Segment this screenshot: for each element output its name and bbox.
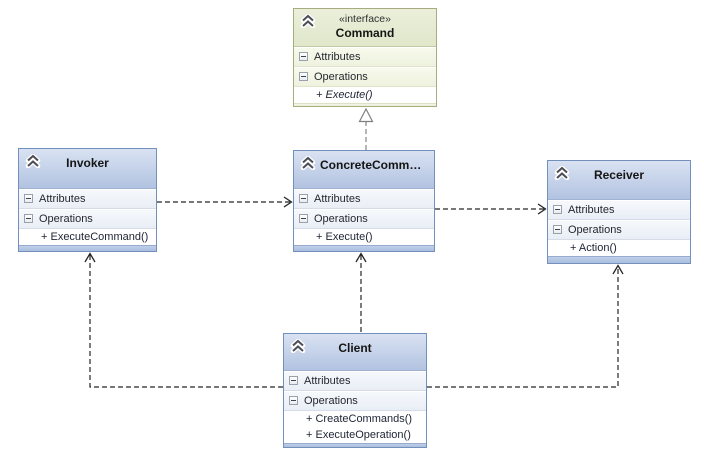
operation-label: + ExecuteCommand(): [41, 231, 149, 243]
class-box-command[interactable]: «interface» Command Attributes Operation…: [293, 8, 437, 107]
realization-concretecommand-command[interactable]: [358, 107, 374, 150]
class-header-receiver[interactable]: Receiver: [548, 161, 690, 200]
collapse-minus-icon[interactable]: [24, 194, 33, 203]
collapse-minus-icon[interactable]: [553, 225, 562, 234]
collapse-minus-icon[interactable]: [289, 376, 298, 385]
footer-strip: [548, 256, 690, 263]
class-box-invoker[interactable]: Invoker Attributes Operations + ExecuteC…: [18, 148, 157, 252]
operations-label: Operations: [314, 212, 368, 225]
operations-section-row[interactable]: Operations: [548, 220, 690, 240]
collapse-minus-icon[interactable]: [299, 214, 308, 223]
class-box-receiver[interactable]: Receiver Attributes Operations + Action(…: [547, 160, 691, 264]
operation-label: + Action(): [570, 242, 617, 254]
footer-strip: [294, 245, 434, 251]
attributes-label: Attributes: [304, 374, 351, 387]
attributes-section-row[interactable]: Attributes: [294, 47, 436, 67]
operations-section-row[interactable]: Operations: [294, 67, 436, 87]
footer-strip: [294, 103, 436, 106]
operations-section-row[interactable]: Operations: [294, 209, 434, 229]
collapse-chevron-icon[interactable]: [290, 338, 306, 354]
operations-label: Operations: [39, 212, 93, 225]
attributes-section-row[interactable]: Attributes: [548, 200, 690, 220]
class-box-concrete-command[interactable]: ConcreteComm… Attributes Operations + Ex…: [293, 150, 435, 252]
attributes-section-row[interactable]: Attributes: [284, 371, 426, 391]
attributes-label: Attributes: [39, 192, 86, 205]
dependency-client-concretecommand[interactable]: [355, 252, 367, 333]
operation-label: + Execute(): [316, 231, 373, 243]
class-header-concrete-command[interactable]: ConcreteComm…: [294, 151, 434, 189]
collapse-minus-icon[interactable]: [299, 194, 308, 203]
collapse-chevron-icon[interactable]: [300, 13, 316, 29]
attributes-section-row[interactable]: Attributes: [294, 189, 434, 209]
class-title: Client: [338, 341, 372, 355]
footer-strip: [19, 245, 156, 251]
stereotype-label: «interface»: [339, 13, 391, 25]
class-header-command[interactable]: «interface» Command: [294, 9, 436, 47]
operation-label: + CreateCommands(): [306, 413, 413, 425]
operation-item[interactable]: + Execute(): [294, 229, 434, 245]
collapse-minus-icon[interactable]: [24, 214, 33, 223]
attributes-label: Attributes: [568, 203, 615, 216]
operation-item[interactable]: + ExecuteCommand(): [19, 229, 156, 245]
operations-label: Operations: [568, 223, 622, 236]
collapse-chevron-icon[interactable]: [25, 153, 41, 169]
class-title: Invoker: [66, 156, 109, 170]
collapse-chevron-icon[interactable]: [554, 165, 570, 181]
operation-item[interactable]: + Execute(): [294, 87, 436, 103]
class-title: Command: [335, 26, 395, 40]
collapse-minus-icon[interactable]: [553, 205, 562, 214]
class-header-invoker[interactable]: Invoker: [19, 149, 156, 189]
collapse-minus-icon[interactable]: [299, 72, 308, 81]
operation-item[interactable]: + CreateCommands(): [284, 411, 426, 427]
operations-section-row[interactable]: Operations: [284, 391, 426, 411]
dependency-concretecommand-receiver[interactable]: [435, 203, 547, 215]
collapse-chevron-icon[interactable]: [300, 155, 316, 171]
operations-label: Operations: [304, 394, 358, 407]
class-title: Receiver: [593, 168, 645, 182]
operation-item[interactable]: + ExecuteOperation(): [284, 427, 426, 443]
class-box-client[interactable]: Client Attributes Operations + CreateCom…: [283, 333, 427, 448]
attributes-section-row[interactable]: Attributes: [19, 189, 156, 209]
dependency-client-invoker[interactable]: [84, 252, 283, 388]
operation-item[interactable]: + Action(): [548, 240, 690, 256]
dependency-invoker-concretecommand[interactable]: [157, 196, 293, 208]
attributes-label: Attributes: [314, 50, 361, 63]
operations-label: Operations: [314, 70, 368, 83]
dependency-client-receiver[interactable]: [427, 264, 624, 388]
collapse-minus-icon[interactable]: [299, 52, 308, 61]
operation-label: + Execute(): [316, 89, 373, 101]
operation-label: + ExecuteOperation(): [306, 429, 411, 441]
collapse-minus-icon[interactable]: [289, 396, 298, 405]
attributes-label: Attributes: [314, 192, 361, 205]
class-header-client[interactable]: Client: [284, 334, 426, 371]
operations-section-row[interactable]: Operations: [19, 209, 156, 229]
footer-strip: [284, 443, 426, 447]
class-title: ConcreteComm…: [320, 158, 422, 172]
